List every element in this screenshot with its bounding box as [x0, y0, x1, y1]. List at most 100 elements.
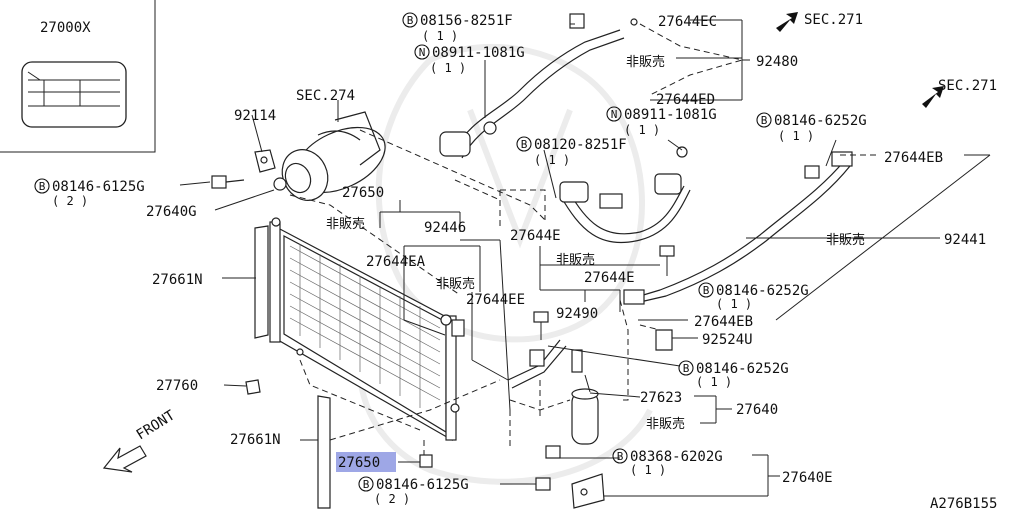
label-27644e-a: 27644E — [510, 228, 561, 244]
fastener-qty: ( 1 ) — [778, 129, 814, 143]
fastener-qty: ( 2 ) — [52, 194, 88, 208]
bracket-27640e — [535, 445, 605, 509]
label-hanbai-3: 非販売 — [556, 252, 595, 268]
label-27644eb-mid: 27644EB — [694, 314, 753, 330]
label-front: FRONT — [134, 407, 179, 443]
fastener-qty: ( 1 ) — [534, 153, 570, 167]
bolt-08146-6252g-right — [659, 245, 675, 276]
bracket-92114 — [254, 149, 276, 173]
dashed-lines — [289, 23, 880, 455]
fastener-part: 08146-6252G — [696, 361, 789, 377]
fastener-part: 08911-1081G — [432, 45, 525, 61]
fastener-qty: ( 1 ) — [696, 375, 732, 389]
label-hanbai-5: 非販売 — [826, 232, 865, 248]
label-hanbai-1: 非販売 — [326, 216, 365, 232]
arrow-sec271-right — [922, 86, 944, 108]
label-27640: 27640 — [736, 402, 778, 418]
condenser-fins — [289, 244, 441, 408]
side-seal-top — [254, 225, 269, 339]
fastener-part: 08156-8251F — [420, 13, 513, 29]
pipe-92490 — [507, 339, 567, 389]
label-hanbai-4: 非販売 — [626, 54, 665, 70]
label-27661n-top: 27661N — [152, 272, 203, 288]
bolt-08146-6252g-center — [533, 311, 549, 340]
fastener-part: 08120-8251F — [534, 137, 627, 153]
bolt-08146-6125g-left — [211, 175, 245, 189]
compressor — [281, 111, 386, 201]
fastener-prefix: B — [39, 180, 46, 193]
fastener-part: 08368-6202G — [630, 449, 723, 465]
label-92480: 92480 — [756, 54, 798, 70]
fastener-part: 08146-6125G — [376, 477, 469, 493]
fastener-prefix: N — [611, 108, 618, 121]
highlight-27650 — [336, 452, 396, 472]
condenser — [269, 217, 465, 468]
fastener-prefix: B — [407, 14, 414, 27]
label-27644ee: 27644EE — [466, 292, 525, 308]
label-hanbai-6: 非販売 — [646, 416, 685, 432]
hose-92446 — [559, 146, 691, 244]
fastener-callout: N 08911-1081G ( 1 ) — [414, 44, 525, 75]
label-92490: 92490 — [556, 306, 598, 322]
fastener-callout: B 08146-6252G ( 1 ) — [698, 282, 809, 311]
label-27640g: 27640G — [146, 204, 197, 220]
fastener-callout: B 08146-6252G ( 1 ) — [678, 360, 789, 389]
clip-92524u — [655, 329, 673, 351]
fastener-part: 08146-6252G — [774, 113, 867, 129]
fastener-prefix: B — [761, 114, 768, 127]
fastener-prefix: B — [683, 362, 690, 375]
label-27644e-b: 27644E — [584, 270, 635, 286]
fastener-callout: B 08368-6202G ( 1 ) — [612, 448, 723, 477]
leader-lines — [179, 19, 991, 497]
pipe-92441 — [623, 151, 853, 305]
label-27650-top: 27650 — [342, 185, 384, 201]
label-27644ed: 27644ED — [656, 92, 715, 108]
fastener-callout: B 08120-8251F ( 1 ) — [516, 136, 627, 167]
fastener-qty: ( 1 ) — [624, 123, 660, 137]
grommet-27640g — [273, 177, 287, 191]
receiver-drier-27640 — [571, 349, 599, 445]
side-seal-bottom — [317, 395, 331, 509]
hose-92480 — [439, 13, 638, 159]
fastener-callout: B 08146-6125G ( 2 ) — [358, 476, 469, 506]
fastener-callout: B 08146-6252G ( 1 ) — [756, 112, 867, 143]
label-27623: 27623 — [640, 390, 682, 406]
label-sec271-right: SEC.271 — [938, 78, 997, 94]
arrow-sec271-top — [776, 12, 798, 32]
fastener-part: 08146-6125G — [52, 179, 145, 195]
label-27650-highlight: 27650 — [338, 455, 380, 471]
fastener-qty: ( 1 ) — [716, 297, 752, 311]
label-sec271-top: SEC.271 — [804, 12, 863, 28]
fastener-prefix: B — [363, 478, 370, 491]
fastener-callout: N 08911-1081G ( 1 ) — [606, 106, 717, 137]
fastener-part: 08146-6252G — [716, 283, 809, 299]
label-92446: 92446 — [424, 220, 466, 236]
label-92524u: 92524U — [702, 332, 753, 348]
label-hanbai-2: 非販売 — [436, 276, 475, 292]
front-arrow — [102, 445, 147, 473]
label-27661n-bottom: 27661N — [230, 432, 281, 448]
fastener-qty: ( 1 ) — [430, 61, 466, 75]
label-27644ec: 27644EC — [658, 14, 717, 30]
label-92441: 92441 — [944, 232, 986, 248]
fastener-qty: ( 1 ) — [630, 463, 666, 477]
fastener-qty: ( 1 ) — [422, 29, 458, 43]
inset-part-label: 27000X — [40, 20, 91, 36]
fastener-prefix: B — [521, 138, 528, 151]
label-diagram-code: A276B155 — [930, 496, 997, 511]
fastener-callout: B 08146-6125G ( 2 ) — [34, 178, 145, 208]
label-27640e: 27640E — [782, 470, 833, 486]
fastener-part: 08911-1081G — [624, 107, 717, 123]
fastener-prefix: B — [703, 284, 710, 297]
labels: SEC.271 SEC.271 SEC.274 92114 27640G 276… — [134, 12, 998, 511]
label-27644ea: 27644EA — [366, 254, 426, 270]
label-92114: 92114 — [234, 108, 276, 124]
label-27760: 27760 — [156, 378, 198, 394]
label-sec274: SEC.274 — [296, 88, 355, 104]
inset-27000x: 27000X — [0, 0, 156, 153]
fastener-qty: ( 2 ) — [374, 492, 410, 506]
clip-27760 — [245, 379, 261, 395]
fastener-prefix: N — [419, 46, 426, 59]
label-27644eb-top: 27644EB — [884, 150, 943, 166]
